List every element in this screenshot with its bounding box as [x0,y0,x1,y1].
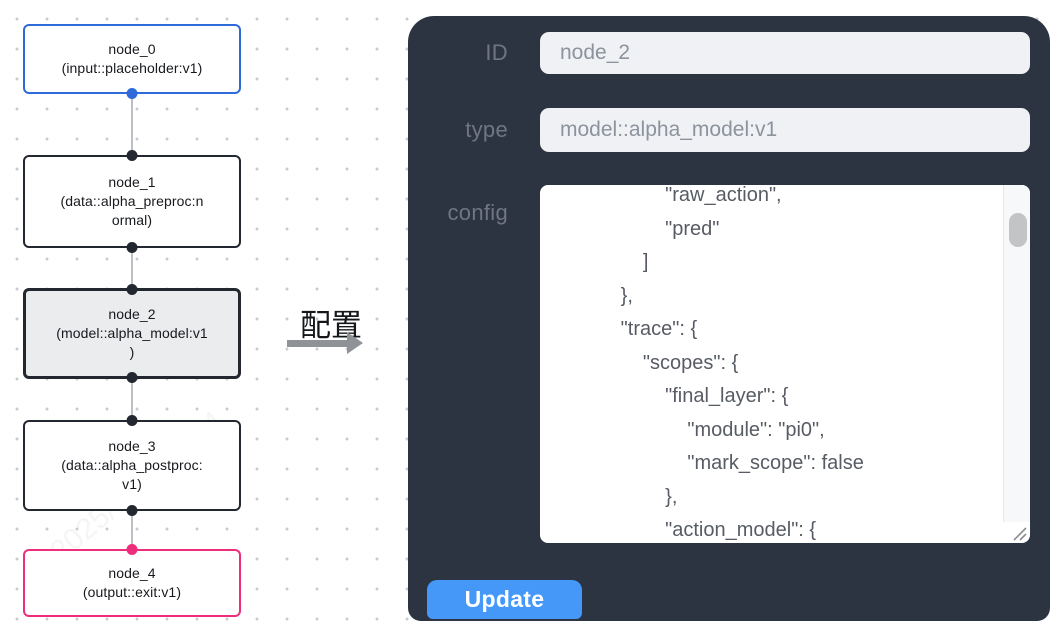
flow-node-node_0[interactable]: node_0 (input::placeholder:v1) [23,24,241,99]
edge-node2-node3 [131,379,133,420]
config-field-label: config [447,200,508,225]
edge-node1-node2 [131,248,133,288]
flow-node-node_3[interactable]: node_3 (data::alpha_postproc: v1) [23,415,241,516]
flow-node-label: node_0 (input::placeholder:v1) [61,41,203,76]
flow-node-label: node_4 (output::exit:v1) [82,565,182,600]
output-port-dot[interactable] [126,88,138,99]
flow-node-label: node_1 (data::alpha_preproc:n ormal) [60,174,204,228]
input-port-dot[interactable] [126,544,138,555]
flow-node-node_4[interactable]: node_4 (output::exit:v1) [23,544,241,617]
id-input[interactable] [540,32,1030,74]
flow-node-node_2-selected[interactable]: node_2 (model::alpha_model:v1 ) [23,284,241,383]
edge-node0-node1 [131,94,133,155]
output-port-dot[interactable] [126,505,138,516]
input-port-dot[interactable] [126,415,138,426]
resize-handle-icon[interactable] [1008,523,1028,541]
right-arrow-icon-head [347,332,363,354]
type-input[interactable] [540,108,1030,152]
input-port-dot[interactable] [126,150,138,161]
right-arrow-icon [287,340,349,347]
config-textarea[interactable]: "raw_action", "pred" ] }, "trace": { "sc… [540,185,1030,543]
scrollbar-thumb[interactable] [1009,213,1027,247]
update-button[interactable]: Update [427,580,582,619]
output-port-dot[interactable] [126,242,138,253]
type-field-label: type [465,117,508,142]
flow-node-label: node_3 (data::alpha_postproc: v1) [61,438,203,492]
edge-node3-node4 [131,511,133,549]
flow-node-label: node_2 (model::alpha_model:v1 ) [56,306,208,360]
node-config-panel: ID type config "raw_action", "pred" ] },… [408,16,1050,621]
flow-node-node_1[interactable]: node_1 (data::alpha_preproc:n ormal) [23,150,241,253]
id-field-label: ID [485,40,508,65]
config-json-text: "raw_action", "pred" ] }, "trace": { "sc… [620,185,864,541]
output-port-dot[interactable] [126,372,138,383]
input-port-dot[interactable] [126,284,138,295]
